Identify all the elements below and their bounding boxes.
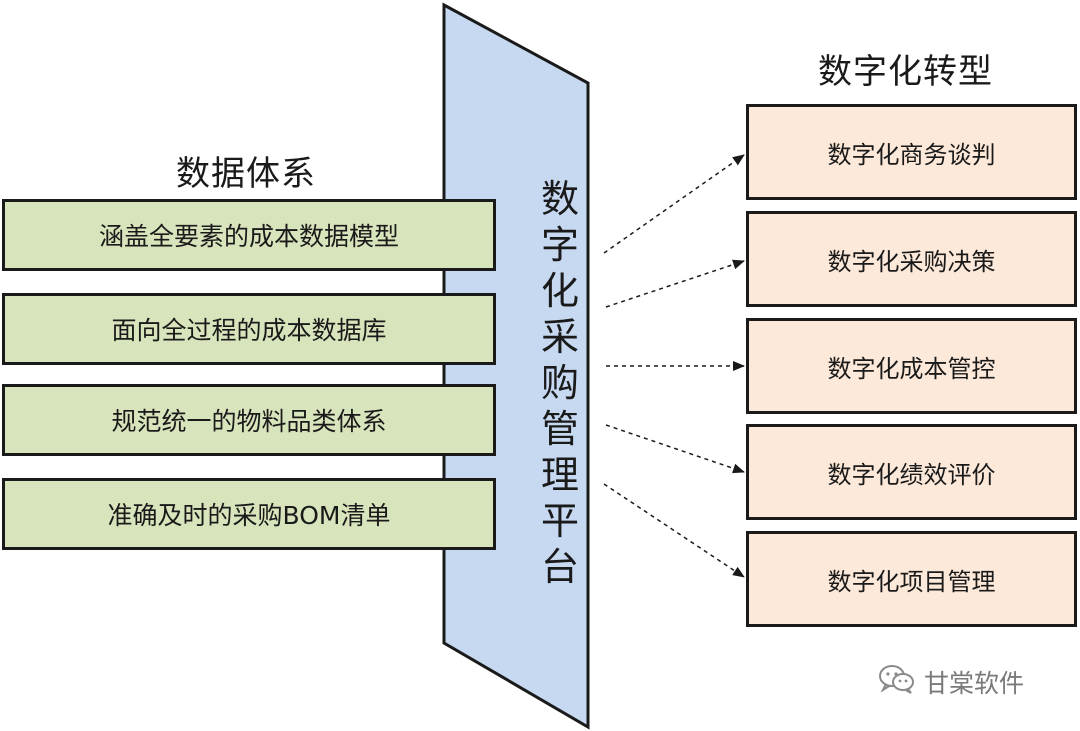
digital-item-3: 数字化成本管控 bbox=[746, 318, 1077, 414]
data-system-item-1-label: 涵盖全要素的成本数据模型 bbox=[98, 222, 399, 251]
watermark: 甘棠软件 bbox=[878, 662, 1024, 702]
wechat-icon bbox=[878, 663, 916, 701]
data-system-item-2-label: 面向全过程的成本数据库 bbox=[111, 316, 387, 345]
platform-char-4: 采 bbox=[540, 315, 579, 359]
platform-char-5: 购 bbox=[540, 361, 579, 405]
digital-item-5: 数字化项目管理 bbox=[746, 531, 1077, 627]
data-system-item-3: 规范统一的物料品类体系 bbox=[2, 384, 496, 456]
platform-char-6: 管 bbox=[540, 407, 579, 451]
platform-char-9: 台 bbox=[540, 545, 579, 589]
data-system-item-4: 准确及时的采购BOM清单 bbox=[2, 478, 496, 550]
platform-char-7: 理 bbox=[540, 453, 579, 497]
platform-char-1: 数 bbox=[540, 177, 579, 221]
digital-item-1: 数字化商务谈判 bbox=[746, 104, 1077, 200]
connector-arrow-2 bbox=[605, 259, 745, 308]
connector-arrow-1 bbox=[603, 154, 745, 254]
digital-item-5-label: 数字化项目管理 bbox=[827, 567, 996, 596]
data-system-item-2: 面向全过程的成本数据库 bbox=[2, 293, 496, 365]
data-system-item-4-label: 准确及时的采购BOM清单 bbox=[107, 501, 391, 530]
watermark-text: 甘棠软件 bbox=[924, 669, 1025, 698]
data-system-title: 数据体系 bbox=[176, 154, 316, 194]
digital-item-4-label: 数字化绩效评价 bbox=[827, 460, 996, 489]
platform-char-3: 化 bbox=[540, 269, 579, 313]
connector-arrow-5 bbox=[603, 483, 745, 578]
digital-item-3-label: 数字化成本管控 bbox=[827, 354, 996, 383]
digital-item-2-label: 数字化采购决策 bbox=[827, 247, 996, 276]
platform-char-8: 平 bbox=[540, 499, 579, 543]
data-system-item-3-label: 规范统一的物料品类体系 bbox=[111, 407, 387, 436]
digital-transformation-title: 数字化转型 bbox=[818, 52, 993, 92]
connector-arrow-4 bbox=[605, 424, 745, 474]
digital-item-2: 数字化采购决策 bbox=[746, 211, 1077, 307]
data-system-item-1: 涵盖全要素的成本数据模型 bbox=[2, 199, 496, 271]
digital-item-4: 数字化绩效评价 bbox=[746, 424, 1077, 520]
digital-item-1-label: 数字化商务谈判 bbox=[827, 140, 996, 169]
platform-char-2: 字 bbox=[540, 223, 579, 267]
